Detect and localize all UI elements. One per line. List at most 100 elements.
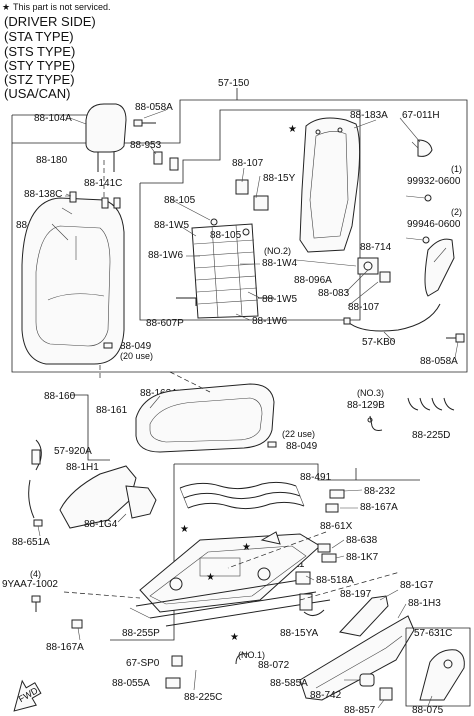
label-88-255P: 88-255P — [122, 628, 160, 639]
label-88-1H1: 88-1H1 — [66, 462, 99, 473]
label-88-105-top: 88-105 — [164, 195, 196, 206]
label-88-638: 88-638 — [346, 535, 378, 546]
lever-box-group: 57-631C 88-075 — [405, 627, 471, 716]
not-serviced-star-icon: ★ — [2, 2, 10, 12]
not-serviced-star-icon: ★ — [206, 572, 215, 583]
cushion-group: 88-160 88-162A 88-161 (22 use) 88-049 — [44, 383, 318, 461]
leader-lines-upper — [51, 109, 459, 359]
label-20-use: (20 use) — [120, 351, 153, 361]
side-shield-part — [59, 465, 137, 529]
header-note: This part is not serviced. — [13, 2, 111, 12]
not-serviced-star-icon: ★ — [230, 632, 239, 643]
label-9YAA7-1002: 9YAA7-1002 — [2, 579, 58, 590]
bottom-parts-group: (NO.1) 88-072 67-SP0 88-055A 88-225C 88-… — [112, 650, 393, 716]
label-88-083: 88-083 — [318, 288, 350, 299]
label-88-651A: 88-651A — [12, 537, 50, 548]
label-88-160: 88-160 — [44, 391, 76, 402]
label-88-105-mid: 88-105 — [210, 230, 242, 241]
label-88-857: 88-857 — [344, 705, 376, 716]
label-88-161: 88-161 — [96, 405, 128, 416]
label-88-107-top: 88-107 — [232, 158, 264, 169]
headrest-part — [69, 103, 127, 172]
bolt-part — [133, 119, 156, 127]
label-88-225D: 88-225D — [412, 430, 450, 441]
label-88-1W4: 88-1W4 — [262, 258, 297, 269]
not-serviced-star-icon: ★ — [242, 542, 251, 553]
header-block: ★ This part is not serviced. (DRIVER SID… — [2, 2, 111, 101]
harness-wire-part — [407, 397, 455, 411]
label-opt4: (4) — [30, 569, 41, 579]
label-88-055A: 88-055A — [112, 678, 150, 689]
clip-part — [267, 441, 277, 448]
label-88-197: 88-197 — [340, 589, 372, 600]
label-88-138C: 88-138C — [24, 189, 62, 200]
label-88-1H3: 88-1H3 — [408, 598, 441, 609]
label-67-011H: 67-011H — [402, 110, 440, 121]
not-serviced-star-icon: ★ — [288, 124, 297, 135]
label-88-1K7: 88-1K7 — [346, 552, 379, 563]
label-88-049-top: 88-049 — [120, 341, 152, 352]
harness-part — [343, 303, 441, 332]
label-88-107-bot: 88-107 — [348, 302, 380, 313]
label-88-742: 88-742 — [310, 690, 342, 701]
label-88-1G4: 88-1G4 — [84, 519, 118, 530]
label-99932-0600: 99932-0600 — [407, 176, 461, 187]
label-88-607P: 88-607P — [146, 318, 184, 329]
washer-part — [424, 194, 432, 202]
connector-part — [411, 139, 433, 157]
label-88-61X: 88-61X — [320, 521, 353, 532]
label-88-518A: 88-518A — [316, 575, 354, 586]
label-88-141C: 88-141C — [84, 178, 122, 189]
label-88-096A: 88-096A — [294, 275, 332, 286]
label-88-129B: 88-129B — [347, 400, 385, 411]
side-trim-part — [424, 238, 455, 297]
label-no2: (NO.2) — [264, 246, 291, 256]
guide-part — [153, 151, 179, 171]
seatback-frame-part — [299, 117, 361, 253]
fwd-arrow-icon: FWD — [13, 679, 42, 712]
label-88-183A: 88-183A — [350, 110, 388, 121]
side-shield-group: 57-920A 88-1H1 88-1G4 88-651A — [12, 439, 157, 548]
label-no1: (NO.1) — [238, 650, 265, 660]
label-57-KB0: 57-KB0 — [362, 337, 396, 348]
label-88-953: 88-953 — [130, 140, 162, 151]
label-88-167A-left: 88-167A — [46, 642, 84, 653]
lumbar-spring-part — [176, 223, 274, 319]
lower-right-small-parts — [260, 489, 363, 616]
header-line-5: (USA/CAN) — [4, 86, 70, 101]
label-no3: (NO.3) — [357, 388, 384, 398]
label-57-631C: 57-631C — [414, 628, 452, 639]
label-88-714: 88-714 — [360, 242, 392, 253]
label-88-1W5-bot: 88-1W5 — [262, 294, 297, 305]
label-88-167A-right: 88-167A — [360, 502, 398, 513]
label-88-585A: 88-585A — [270, 678, 308, 689]
outer-cover-part — [299, 589, 415, 701]
label-88-058A-top: 88-058A — [135, 102, 173, 113]
label-88-225C: 88-225C — [184, 692, 222, 703]
label-88-072: 88-072 — [258, 660, 290, 671]
label-88-15YA: 88-15YA — [280, 628, 319, 639]
label-57-150: 57-150 — [218, 78, 250, 89]
label-opt1: (1) — [451, 164, 462, 174]
header-line-1: (STA TYPE) — [4, 29, 74, 44]
label-57-920A: 57-920A — [54, 446, 92, 457]
clip-part — [103, 342, 113, 349]
recliner-part — [210, 179, 269, 236]
not-serviced-star-icon: ★ — [180, 524, 189, 535]
label-88-1G7: 88-1G7 — [400, 580, 434, 591]
label-88-1W5-top: 88-1W5 — [154, 220, 189, 231]
header-line-3: (STY TYPE) — [4, 58, 75, 73]
seatback-cushion-part — [21, 197, 125, 365]
label-88-232: 88-232 — [364, 486, 396, 497]
header-line-4: (STZ TYPE) — [4, 72, 75, 87]
header-line-0: (DRIVER SIDE) — [4, 14, 96, 29]
label-88-1W6-top: 88-1W6 — [148, 250, 183, 261]
dashed-guides — [99, 160, 401, 601]
label-88-075: 88-075 — [412, 705, 444, 716]
cushion-spring-part — [179, 481, 305, 510]
label-88-058A-bot: 88-058A — [420, 356, 458, 367]
label-99946-0600: 99946-0600 — [407, 219, 461, 230]
washer-part — [422, 236, 430, 244]
left-bolt-group: (4) 9YAA7-1002 88-167A — [2, 569, 151, 653]
